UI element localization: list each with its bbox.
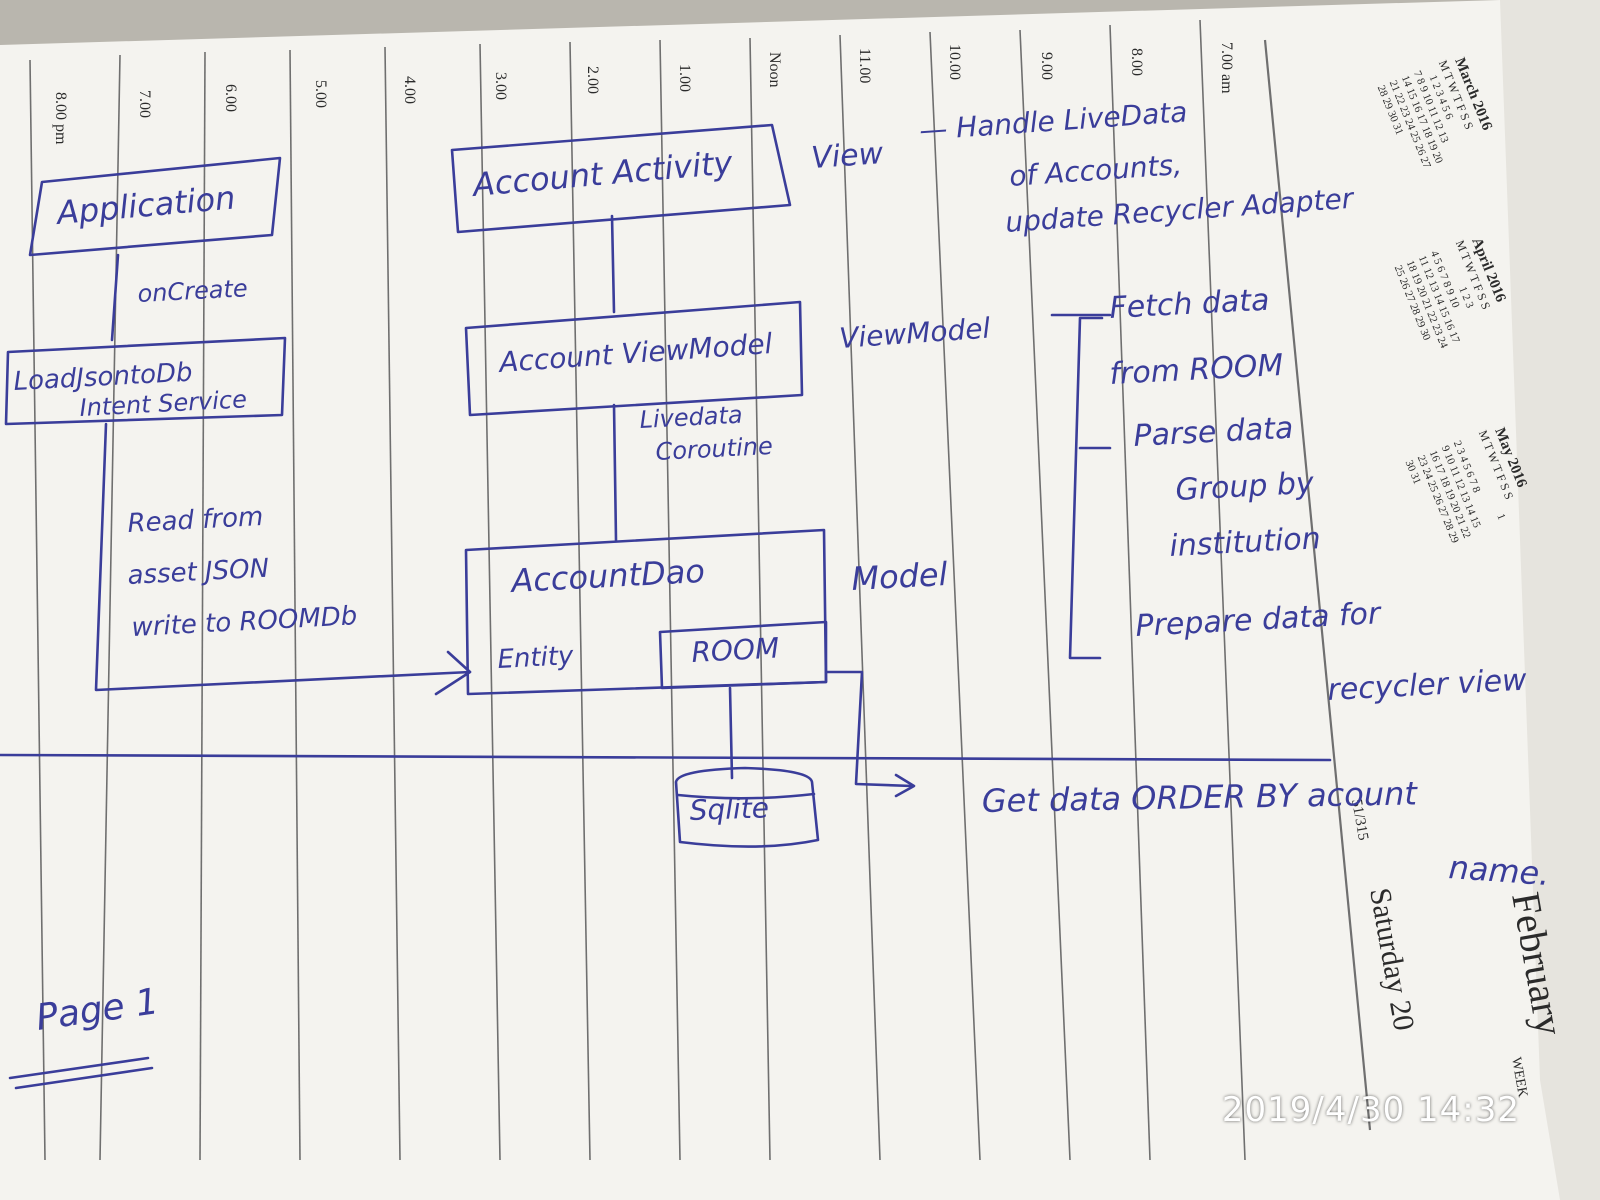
application-box xyxy=(28,156,282,257)
viewmodel-dao-edge xyxy=(612,403,618,542)
read-json-arrowhead xyxy=(434,650,472,696)
layer-view: View xyxy=(810,136,885,176)
time-label: 8.00 pm xyxy=(52,92,69,145)
page-underline xyxy=(14,1066,154,1090)
paper-edge-shade xyxy=(1500,0,1600,1200)
room-box xyxy=(658,620,828,690)
read-json-label-line2: asset JSON xyxy=(127,554,270,591)
livedata-label-line1: Livedata xyxy=(639,401,743,434)
day-of-year-label: 51/315 xyxy=(1348,798,1371,842)
activity-viewmodel-edge xyxy=(610,214,616,314)
account-activity-box xyxy=(450,123,792,234)
sqlite-node: Sqlite xyxy=(689,791,769,827)
vm-note-line1: Fetch data xyxy=(1109,283,1271,326)
room-sqlite-edge xyxy=(728,686,734,780)
viewmodel-notes-bracket xyxy=(1068,316,1104,660)
time-label: 11.00 xyxy=(856,48,873,83)
calendar-row: 1 xyxy=(1494,512,1507,522)
oncreate-label: onCreate xyxy=(137,274,248,308)
time-label: 3.00 xyxy=(492,72,509,100)
hour-labels: 7.00 am 8.00 9.00 10.00 11.00 Noon 1.00 … xyxy=(52,42,1235,145)
room-query-arrowhead xyxy=(894,773,916,798)
time-label: 10.00 xyxy=(946,44,963,80)
sqlite-cylinder-rim xyxy=(676,792,816,800)
time-label: Noon xyxy=(766,52,783,88)
vm-note-line3: Parse data xyxy=(1133,411,1295,454)
read-json-edge xyxy=(94,422,472,692)
time-label: 5.00 xyxy=(312,80,329,108)
diagram-strokes xyxy=(0,123,1332,1090)
diagram-text: Application onCreate LoadJsontoDb Intent… xyxy=(13,95,1551,1039)
entity-node: Entity xyxy=(497,641,575,675)
query-note-line1: Get data ORDER BY acount xyxy=(981,774,1418,820)
read-json-label-line1: Read from xyxy=(127,502,264,539)
time-label: 4.00 xyxy=(401,76,418,104)
time-label: 7.00 xyxy=(136,90,153,118)
layer-model: Model xyxy=(850,555,948,598)
vm-note-line4: Group by xyxy=(1175,466,1316,508)
time-label: 6.00 xyxy=(222,84,239,112)
page-underline xyxy=(8,1056,150,1080)
time-label: 1.00 xyxy=(676,64,693,92)
vm-note-line5: institution xyxy=(1169,521,1322,564)
load-service-box xyxy=(4,336,287,426)
time-label: 9.00 xyxy=(1038,52,1055,80)
oncreate-edge xyxy=(110,253,120,342)
week-label: WEEK xyxy=(1508,1056,1530,1098)
photo-timestamp: 2019/4/30 14:32 xyxy=(1221,1090,1520,1130)
account-viewmodel-box xyxy=(464,300,804,417)
layer-divider xyxy=(0,753,1332,762)
room-node: ROOM xyxy=(691,631,780,669)
hour-rules xyxy=(29,19,1372,1161)
query-note-line2: name. xyxy=(1447,848,1550,893)
livedata-label-line2: Coroutine xyxy=(655,432,774,466)
time-label: 8.00 xyxy=(1128,48,1145,76)
room-query-edge xyxy=(824,670,914,788)
time-label: 7.00 am xyxy=(1218,42,1235,94)
time-label: 2.00 xyxy=(584,66,601,94)
sqlite-cylinder xyxy=(674,766,820,848)
